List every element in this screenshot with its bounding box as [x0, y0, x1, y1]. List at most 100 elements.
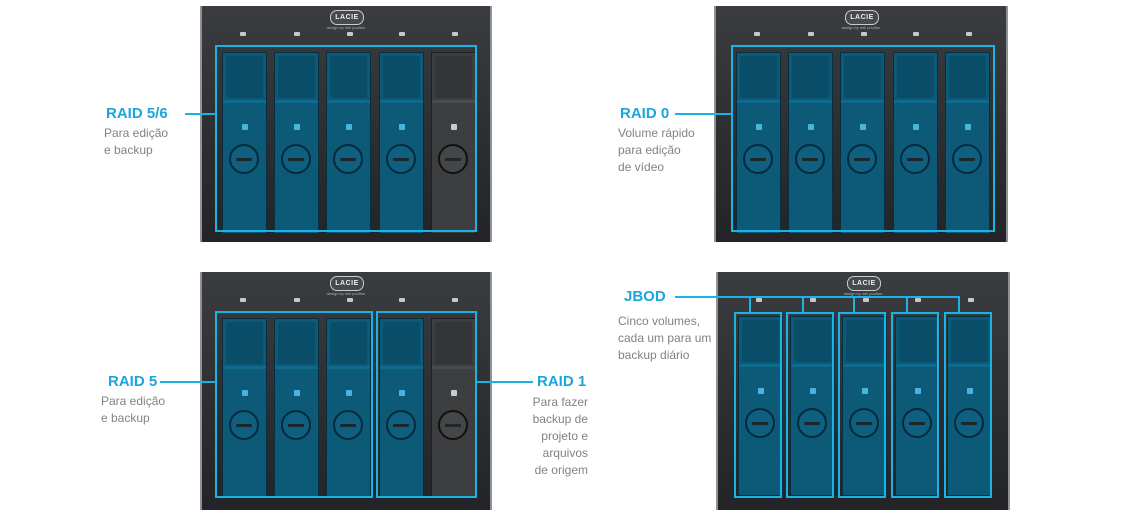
drive-bay[interactable] [842, 316, 887, 496]
led-indicator-icon [861, 32, 867, 36]
led-indicator-icon [294, 298, 300, 302]
led-indicator-icon [240, 298, 246, 302]
jbod-volume-frame [944, 312, 992, 498]
drive-release-knob[interactable] [951, 144, 982, 174]
jbod-volume-frame [891, 312, 939, 498]
lock-icon [398, 124, 405, 130]
jbod-volume-frame [734, 312, 782, 498]
lacie-logo: LACIE [330, 10, 364, 25]
led-indicator-icon [913, 32, 919, 36]
drive-bay[interactable] [222, 52, 267, 234]
drive-bay[interactable] [736, 52, 781, 234]
lock-icon [859, 124, 866, 130]
callout-connector [802, 296, 804, 312]
drive-release-knob[interactable] [332, 144, 363, 174]
led-indicator-icon [808, 32, 814, 36]
drive-bay[interactable] [326, 52, 371, 234]
drive-release-knob[interactable] [437, 144, 468, 174]
brand-tagline: design by neil poulton [841, 25, 881, 30]
led-indicator-icon [863, 298, 869, 302]
callout-line [675, 296, 960, 298]
drive-bay[interactable] [274, 52, 319, 234]
lock-icon [861, 388, 868, 394]
lock-icon [912, 124, 919, 130]
lock-icon [293, 124, 300, 130]
drive-release-knob[interactable] [228, 144, 259, 174]
led-indicator-icon [756, 298, 762, 302]
lock-icon [345, 124, 352, 130]
drive-release-knob[interactable] [848, 408, 879, 438]
led-indicator-icon [452, 32, 458, 36]
drive-bay[interactable] [945, 52, 990, 234]
drive-bay[interactable] [326, 318, 371, 498]
lock-icon [345, 390, 352, 396]
lock-icon [757, 388, 764, 394]
brand-tagline: design by neil poulton [326, 25, 366, 30]
drive-release-knob[interactable] [385, 410, 416, 440]
drive-release-knob[interactable] [385, 144, 416, 174]
drive-release-knob[interactable] [228, 410, 259, 440]
drive-bay[interactable] [222, 318, 267, 498]
lock-icon [450, 390, 457, 396]
drive-release-knob[interactable] [744, 408, 775, 438]
lock-icon [755, 124, 762, 130]
drive-bay[interactable] [788, 52, 833, 234]
raid5-group-frame [215, 311, 373, 498]
drive-release-knob[interactable] [899, 144, 930, 174]
drive-bay[interactable] [895, 316, 940, 496]
callout-connector [853, 296, 855, 312]
brand-tagline: design by neil poulton [843, 291, 883, 296]
drive-release-knob[interactable] [901, 408, 932, 438]
drive-release-knob[interactable] [796, 408, 827, 438]
raid-title: JBOD [624, 288, 666, 305]
drive-bay[interactable] [790, 316, 835, 496]
led-indicator-icon [452, 298, 458, 302]
callout-connector [749, 296, 751, 312]
drive-release-knob[interactable] [280, 410, 311, 440]
led-indicator-icon [294, 32, 300, 36]
drive-release-knob[interactable] [794, 144, 825, 174]
led-indicator-icon [966, 32, 972, 36]
nas-unit-jbod: LACIE design by neil poulton [716, 272, 1010, 510]
led-indicator-icon [399, 298, 405, 302]
raid-title: RAID 0 [620, 105, 670, 122]
raid-group-frame [215, 45, 477, 232]
led-indicator-icon [240, 32, 246, 36]
lock-icon [241, 390, 248, 396]
drive-bay[interactable] [947, 316, 992, 496]
drive-bay[interactable] [379, 318, 424, 498]
lock-icon [398, 390, 405, 396]
drive-release-knob[interactable] [437, 410, 468, 440]
led-indicator-icon [347, 298, 353, 302]
drive-bay[interactable] [274, 318, 319, 498]
raid-group-frame [731, 45, 995, 232]
lock-icon [241, 124, 248, 130]
drive-release-knob[interactable] [742, 144, 773, 174]
lock-icon [450, 124, 457, 130]
drive-bay[interactable] [840, 52, 885, 234]
drive-bay-spare[interactable] [431, 318, 476, 498]
drive-bay[interactable] [379, 52, 424, 234]
lock-icon [964, 124, 971, 130]
drive-release-knob[interactable] [846, 144, 877, 174]
drive-bay-spare[interactable] [431, 52, 476, 234]
lacie-logo: LACIE [845, 10, 879, 25]
drive-release-knob[interactable] [332, 410, 363, 440]
led-indicator-icon [915, 298, 921, 302]
drive-bay[interactable] [893, 52, 938, 234]
lacie-logo: LACIE [847, 276, 881, 291]
callout-line [675, 113, 731, 115]
drive-bay[interactable] [738, 316, 783, 496]
drive-release-knob[interactable] [953, 408, 984, 438]
led-indicator-icon [968, 298, 974, 302]
led-indicator-icon [399, 32, 405, 36]
raid-title: RAID 5 [108, 373, 158, 390]
jbod-volume-frame [786, 312, 834, 498]
drive-release-knob[interactable] [280, 144, 311, 174]
brand-tagline: design by neil poulton [326, 291, 366, 296]
